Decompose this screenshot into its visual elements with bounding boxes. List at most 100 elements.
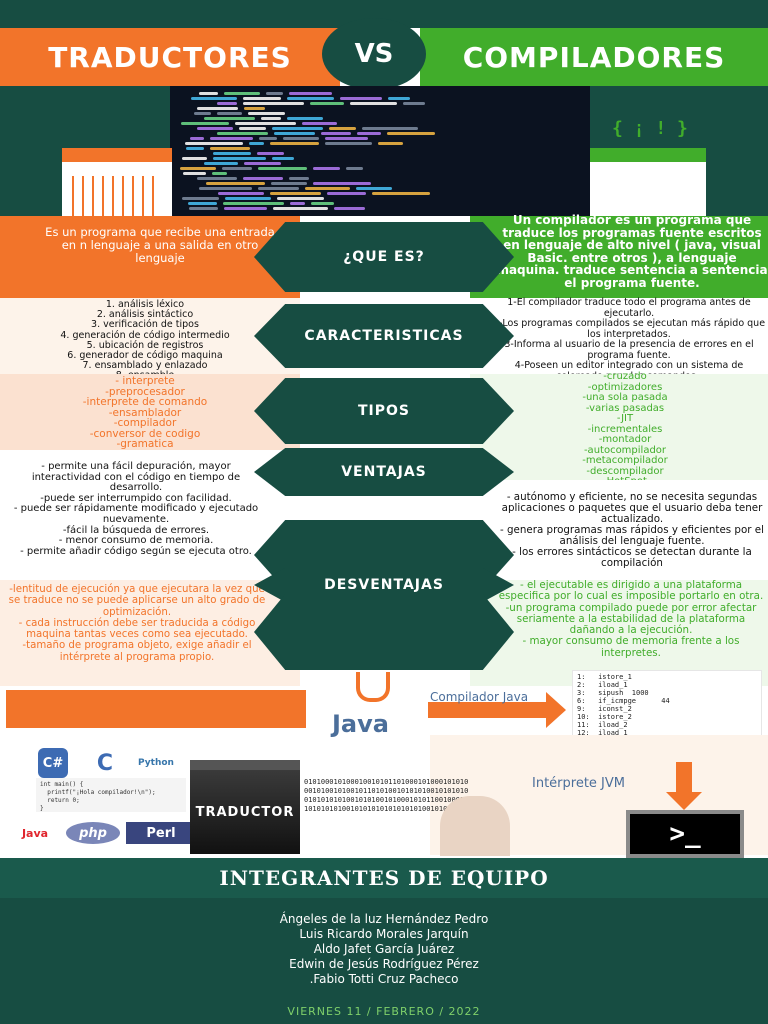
terminal-icon: >_ <box>626 810 744 858</box>
code-line <box>271 182 307 185</box>
code-line <box>213 152 251 155</box>
row-ventajas: - permite una fácil depuración, mayor in… <box>0 448 768 590</box>
code-line <box>235 122 296 125</box>
code-line <box>243 177 283 180</box>
code-line <box>403 102 425 105</box>
tipo-item: -autocompilador <box>583 444 667 456</box>
code-line <box>258 167 307 170</box>
code-line <box>259 137 277 140</box>
tipo-item: -metacompilador <box>582 455 668 466</box>
code-line <box>257 152 284 155</box>
code-line <box>210 147 250 150</box>
row-desventajas: -lentitud de ejecución ya que ejecutara … <box>0 568 768 686</box>
code-line <box>244 107 265 110</box>
team-member: Edwin de Jesús Rodríguez Pérez <box>289 957 479 971</box>
code-line <box>188 202 217 205</box>
code-line <box>199 187 252 190</box>
code-line <box>270 142 319 145</box>
code-line <box>243 102 304 105</box>
tipo-item: -ensamblador <box>108 406 182 419</box>
code-line <box>244 162 281 165</box>
title-compiladores: COMPILADORES <box>420 28 768 86</box>
caracteristica-item: 1-El compilador traduce todo el programa… <box>507 297 751 319</box>
ventaja-item: - genera programas mas rápidos y eficien… <box>500 524 764 547</box>
tipos-traductor-list: - interprete-preprocesador-interprete de… <box>20 376 270 450</box>
ventaja-item: - menor consumo de memoria. <box>58 535 214 547</box>
c-code-sample: int main() { printf("¡Hola compilador!\n… <box>36 778 186 812</box>
ventajas-compilador-list: - autónomo y eficiente, no se necesita s… <box>496 492 768 569</box>
caracteristicas-compilador-list: 1-El compilador traduce todo el programa… <box>490 297 768 382</box>
tipo-item: -montador <box>598 434 652 445</box>
code-line <box>305 187 350 190</box>
code-line <box>183 172 206 175</box>
tipo-item: -descompilador <box>586 465 664 477</box>
desventaja-item: - el ejecutable es dirigido a una plataf… <box>498 579 764 603</box>
title-traductores: TRADUCTORES <box>0 28 340 86</box>
team-member: Luis Ricardo Morales Jarquín <box>299 927 469 941</box>
label-que-es: ¿QUE ES? <box>254 222 514 292</box>
orange-bar <box>6 690 306 728</box>
code-line <box>204 162 238 165</box>
code-line <box>186 147 204 150</box>
tipo-item: -gramatica <box>116 438 174 450</box>
arrow-down-icon <box>666 762 702 810</box>
ventaja-item: - los errores sintácticos se detectan du… <box>512 546 752 569</box>
caracteristica-item: 3-Informa al usuario de la presencia de … <box>504 339 754 361</box>
row-tipos: - interprete-preprocesador-interprete de… <box>0 371 768 487</box>
code-line <box>206 182 265 185</box>
code-line <box>218 192 264 195</box>
code-line <box>313 167 340 170</box>
code-line <box>239 127 266 130</box>
tipo-item: -interprete de comando <box>82 396 208 408</box>
code-line <box>372 192 430 195</box>
code-line <box>213 157 266 160</box>
binary-output: 0101000101000100101011010001010001010100… <box>304 778 469 813</box>
code-line <box>182 157 207 160</box>
code-line <box>329 127 356 130</box>
code-line <box>223 202 284 205</box>
desventajas-traductor-list: -lentitud de ejecución ya que ejecutara … <box>4 584 270 663</box>
sparkle-icon: { ¡ ! } <box>612 118 688 139</box>
code-line <box>311 202 334 205</box>
code-line <box>327 192 366 195</box>
code-line <box>182 197 219 200</box>
code-line <box>289 92 332 95</box>
code-line <box>197 107 238 110</box>
row-que-es: Es un programa que recibe una entrada en… <box>0 213 768 298</box>
code-line <box>287 97 334 100</box>
code-line <box>387 132 435 135</box>
desventajas-compilador-list: - el ejecutable es dirigido a una plataf… <box>494 579 768 659</box>
code-line <box>321 132 351 135</box>
tipo-item: -incrementales <box>587 423 663 435</box>
team-member: Ángeles de la luz Hernández Pedro <box>279 912 489 926</box>
caracteristica-item: 2-Los programas compilados se ejecutan m… <box>492 318 766 340</box>
code-line <box>289 177 309 180</box>
ventaja-item: -puede ser interrumpido con facilidad. <box>40 492 232 504</box>
label-tipos: TIPOS <box>254 378 514 444</box>
code-line <box>243 97 281 100</box>
code-line <box>190 137 204 140</box>
code-line <box>212 172 227 175</box>
code-line <box>258 187 299 190</box>
code-line <box>302 122 337 125</box>
code-line <box>287 117 323 120</box>
ventaja-item: - autónomo y eficiente, no se necesita s… <box>501 491 763 525</box>
tipo-item: -preprocesador <box>105 385 185 398</box>
caracteristica-item: 6. generador de código maquina <box>67 350 223 362</box>
que-es-compilador: Un compilador es un programa que traduce… <box>496 213 768 290</box>
ventajas-traductor-list: - permite una fácil depuración, mayor in… <box>6 461 266 557</box>
caracteristica-item: 5. ubicación de registros <box>86 339 204 351</box>
code-line <box>325 137 368 140</box>
code-line <box>356 187 392 190</box>
caracteristica-item: 1. análisis léxico <box>105 299 185 310</box>
code-line <box>272 157 294 160</box>
code-line <box>199 92 218 95</box>
c-language-icon: C <box>96 750 114 776</box>
code-line <box>189 207 218 210</box>
code-line <box>270 192 321 195</box>
traductor-cube: TRADUCTOR <box>190 760 300 854</box>
code-line <box>217 102 237 105</box>
ventaja-item: - permite añadir código según se ejecuta… <box>20 545 252 557</box>
tipo-item: -optimizadores <box>587 381 663 393</box>
